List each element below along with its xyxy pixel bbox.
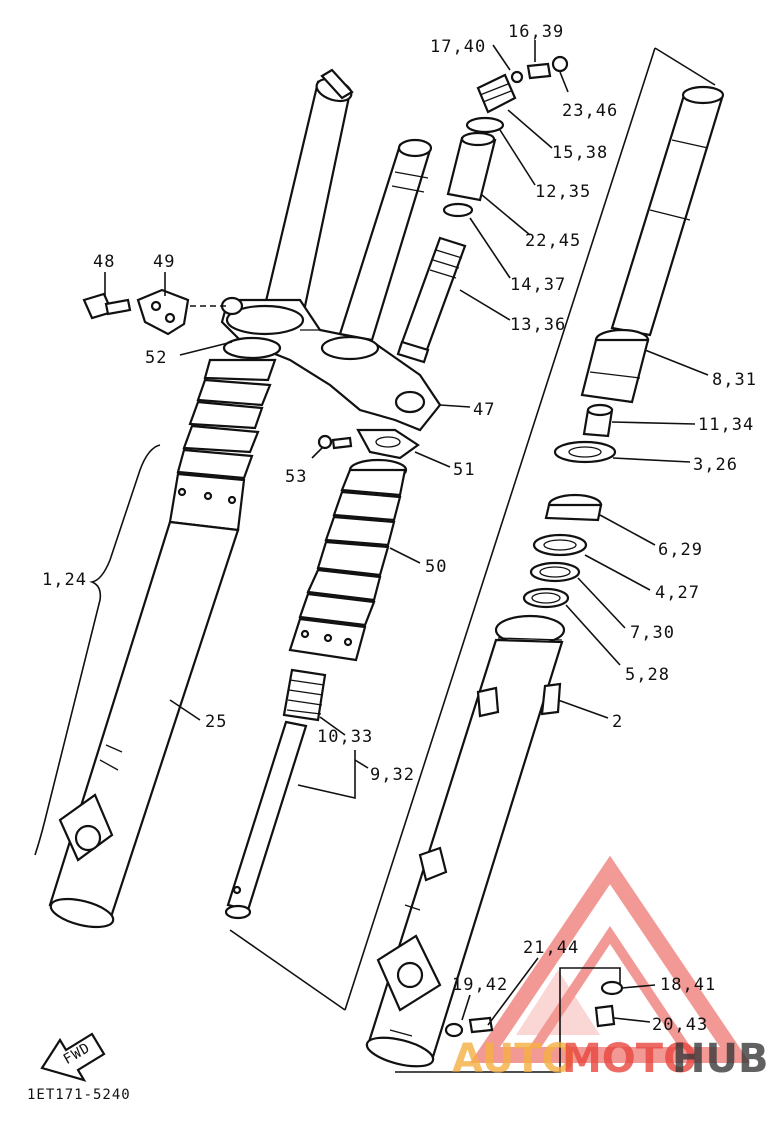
label-17-40: 17,40 [430, 37, 486, 57]
leader-lines [104, 40, 716, 1073]
watermark-text: AUTO MOTO HUB [452, 1036, 768, 1082]
bolt-21-44 [468, 1016, 494, 1034]
label-15-38: 15,38 [552, 143, 608, 163]
label-53: 53 [285, 467, 307, 487]
label-21-44: 21,44 [523, 938, 579, 958]
right-outer-tube [365, 614, 566, 1068]
cap-rings [442, 116, 505, 218]
fwd-arrow: FWD [40, 1032, 106, 1082]
label-48: 48 [93, 252, 115, 272]
label-19-42: 19,42 [452, 975, 508, 995]
label-5-28: 5,28 [625, 665, 670, 685]
bracket-1-24 [34, 444, 161, 856]
washer-4-27 [532, 533, 588, 557]
label-25: 25 [205, 712, 227, 732]
label-23-46: 23,46 [562, 101, 618, 121]
bush-11-34 [582, 403, 614, 438]
label-1-24: 1,24 [42, 570, 87, 590]
washer-19-42 [444, 1022, 464, 1038]
label-8-31: 8,31 [712, 370, 757, 390]
ring-3-26 [553, 440, 617, 464]
fork-cap-bolt [476, 55, 569, 114]
label-4-27: 4,27 [655, 583, 700, 603]
watermark-moto: MOTO [562, 1036, 697, 1082]
slide-bush-8-31 [580, 328, 650, 404]
label-49: 49 [153, 252, 175, 272]
label-12-35: 12,35 [535, 182, 591, 202]
watermark-logo [469, 855, 751, 1063]
label-50: 50 [425, 557, 447, 577]
upper-bracket [220, 296, 442, 432]
label-14-37: 14,37 [510, 275, 566, 295]
label-10-33: 10,33 [317, 727, 373, 747]
label-22-45: 22,45 [525, 231, 581, 251]
label-51: 51 [453, 460, 475, 480]
label-7-30: 7,30 [630, 623, 675, 643]
label-20-43: 20,43 [652, 1015, 708, 1035]
cover-49 [136, 288, 190, 336]
label-3-26: 3,26 [693, 455, 738, 475]
fork-spring [396, 236, 467, 364]
label-16-39: 16,39 [508, 22, 564, 42]
steering-stem [338, 138, 433, 342]
label-2: 2 [612, 712, 623, 732]
right-fork-inner-tube [610, 85, 725, 337]
label-13-36: 13,36 [510, 315, 566, 335]
label-18-41: 18,41 [660, 975, 716, 995]
center-boot-50 [288, 458, 408, 662]
clip-7-30 [529, 561, 581, 583]
left-fork-inner-tube [260, 68, 354, 332]
bolt-53 [317, 434, 353, 450]
washer-5-28 [522, 587, 570, 609]
label-47: 47 [473, 400, 495, 420]
left-outer-tube [48, 520, 240, 929]
screw-18-41 [600, 980, 624, 996]
oil-seal-6-29 [544, 493, 603, 522]
part-labels: 17,40 16,39 23,46 15,38 12,35 22,45 14,3… [42, 22, 757, 1035]
drawing-code: 1ET171-5240 [27, 1087, 131, 1103]
label-52: 52 [145, 348, 167, 368]
label-11-34: 11,34 [698, 415, 754, 435]
bolt-20-43 [594, 1004, 616, 1028]
left-fork-boot [168, 336, 282, 532]
watermark-auto: AUTO [452, 1036, 576, 1082]
washer-51 [356, 428, 420, 460]
label-6-29: 6,29 [658, 540, 703, 560]
label-9-32: 9,32 [370, 765, 415, 785]
watermark-hub: HUB [672, 1036, 768, 1082]
damper-rod [224, 668, 327, 920]
bolt-48 [82, 292, 132, 320]
